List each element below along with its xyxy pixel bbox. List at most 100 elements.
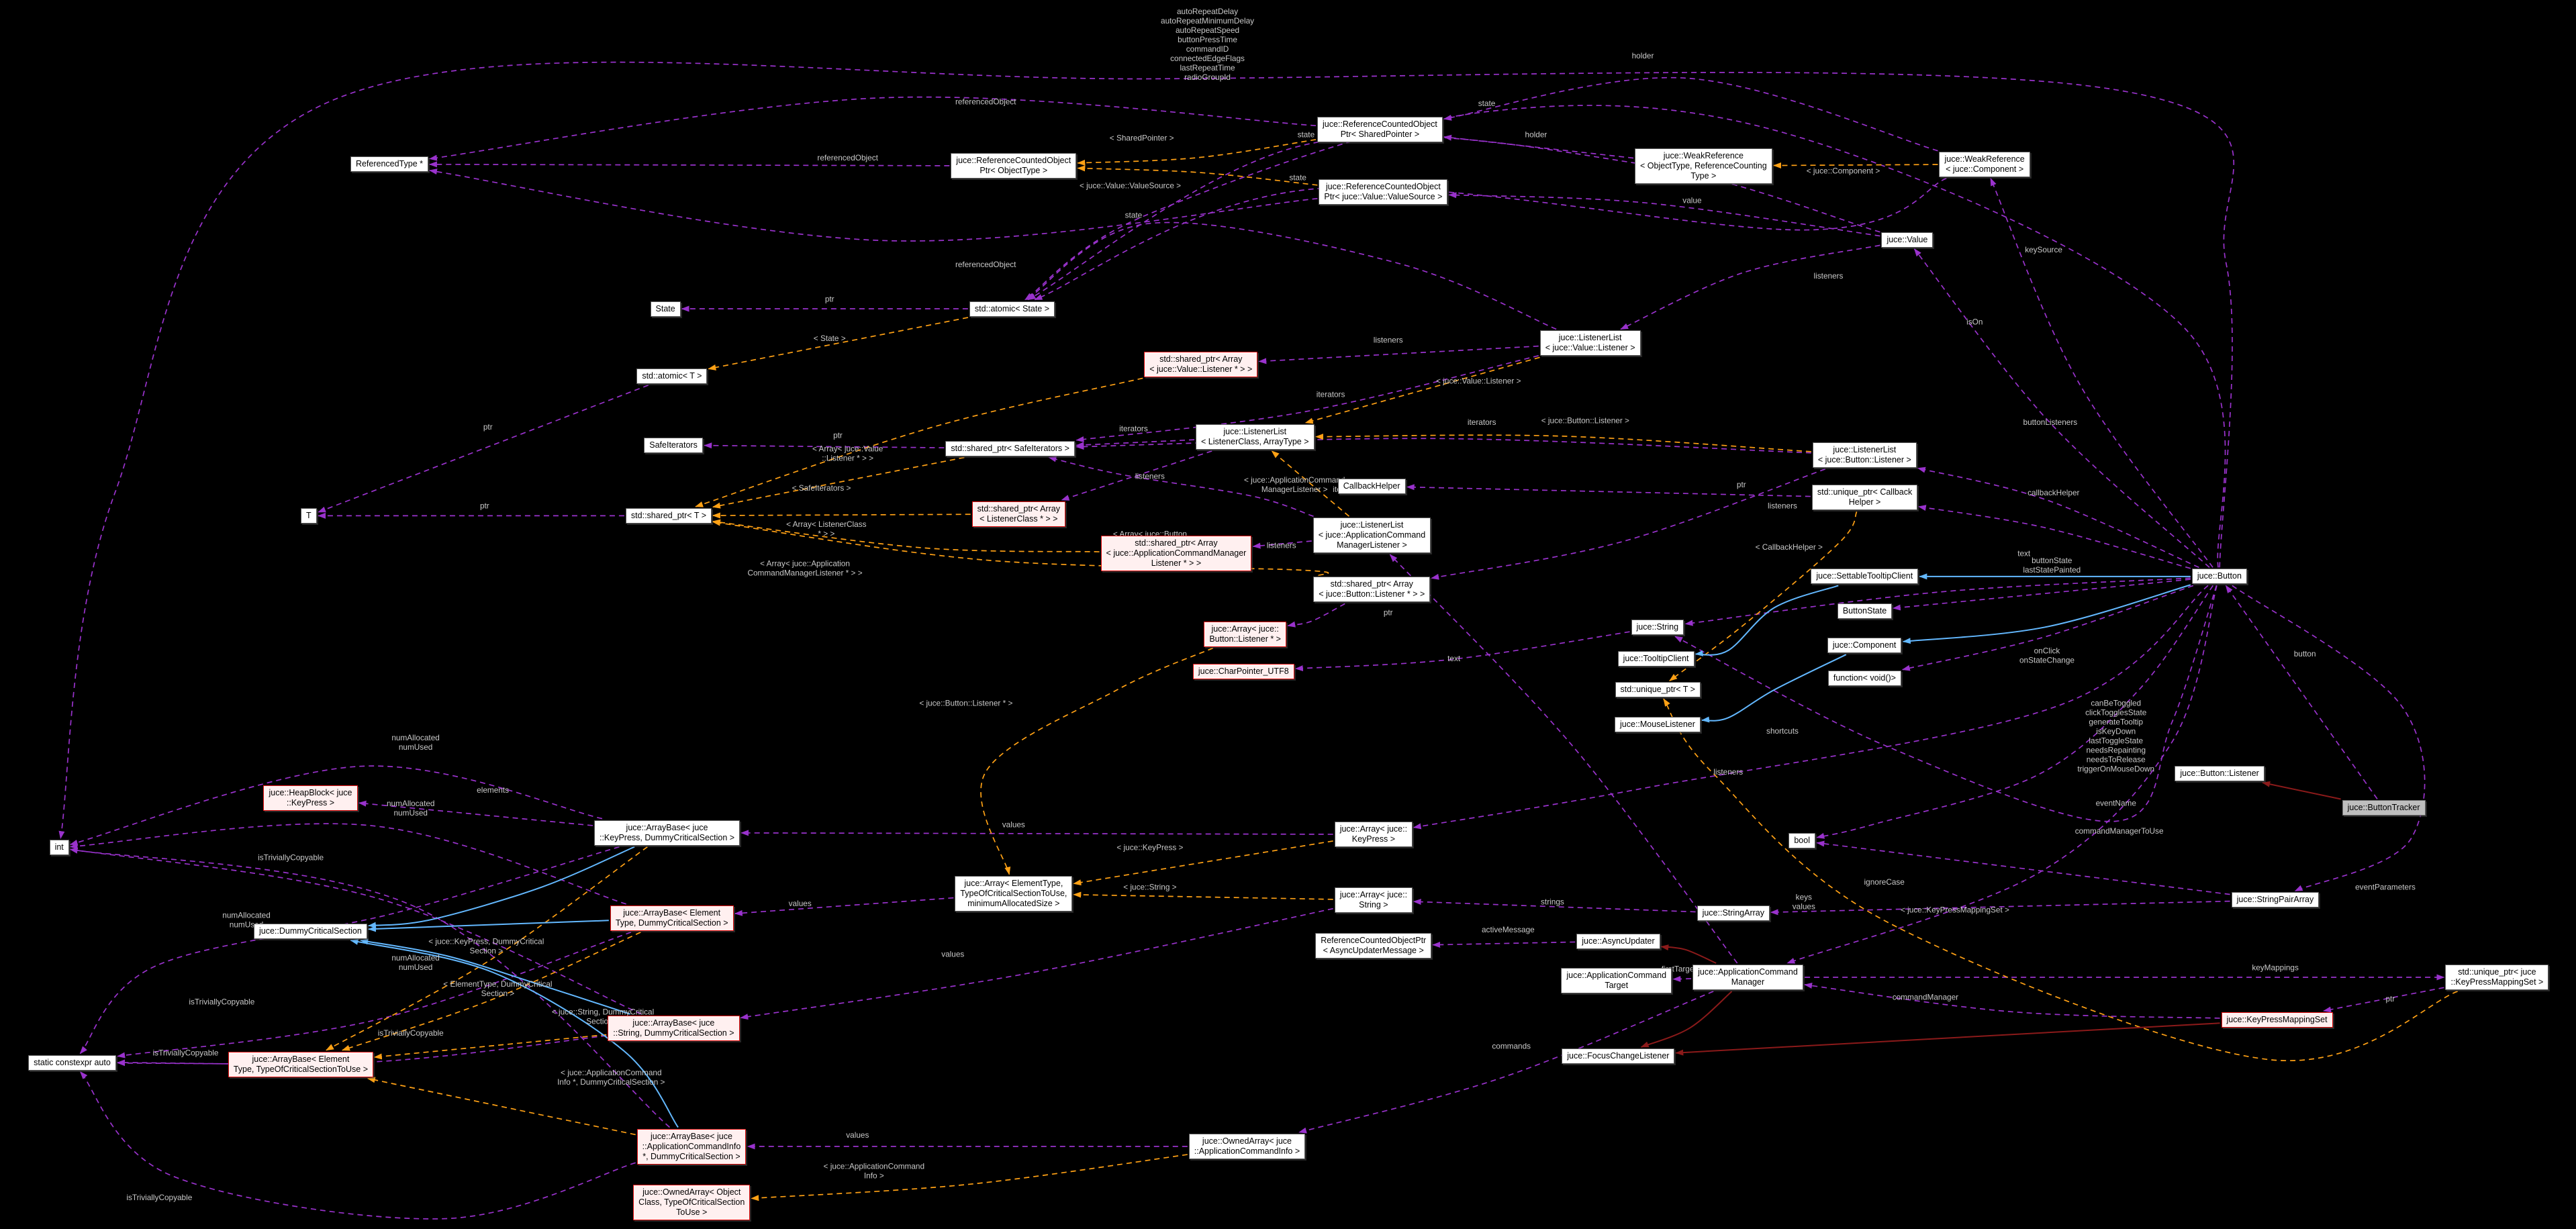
edge-label-listenerlist-value-to-listenerlist-generic: < juce::Value::Listener > bbox=[1436, 377, 1521, 386]
edge-label-rcop-valuesource-to-rcop-objecttype: < juce::Value::ValueSource > bbox=[1080, 181, 1181, 191]
edge-label-array-keypress-to-arraybase-keypress: values bbox=[1002, 820, 1025, 829]
edge-label-atomic-state-to-atomic-t: < State > bbox=[814, 334, 846, 343]
node-callback-helper[interactable]: CallbackHelper bbox=[1337, 478, 1406, 494]
edge-label-asyncupdater-to-rcop-asyncupdatermessage: activeMessage bbox=[1482, 925, 1535, 934]
edge-ownedarray-aci-to-ownedarray-objectclass bbox=[751, 1154, 1188, 1201]
node-atomic-t[interactable]: std::atomic< T > bbox=[636, 368, 708, 384]
node-listenerlist-generic[interactable]: juce::ListenerList < ListenerClass, Arra… bbox=[1196, 424, 1315, 450]
edge-string-to-charpointer-utf8 bbox=[1294, 631, 1630, 672]
node-arraybase-keypress[interactable]: juce::ArrayBase< juce ::KeyPress, DummyC… bbox=[593, 820, 741, 846]
node-arraybase-string-dummy[interactable]: juce::ArrayBase< juce ::String, DummyCri… bbox=[608, 1015, 740, 1041]
node-sp-safeiterators[interactable]: std::shared_ptr< SafeIterators > bbox=[945, 440, 1075, 456]
node-unique-ptr-kpms[interactable]: std::unique_ptr< juce ::KeyPressMappingS… bbox=[2445, 964, 2549, 990]
node-sp-array-value-listener[interactable]: std::shared_ptr< Array < juce::Value::Li… bbox=[1144, 352, 1258, 378]
node-t[interactable]: T bbox=[301, 507, 317, 524]
node-settable-tooltip-client[interactable]: juce::SettableTooltipClient bbox=[1811, 569, 1919, 585]
edge-label-sp-t-to-t: ptr bbox=[480, 501, 489, 511]
node-unique-ptr-callbackhelper[interactable]: std::unique_ptr< Callback Helper > bbox=[1811, 485, 1918, 511]
edge-label-rcop-sharedpointer-to-referenced-type: referencedObject bbox=[955, 97, 1016, 107]
node-int[interactable]: int bbox=[49, 840, 69, 856]
edge-weakref-component-to-weakref-objecttype bbox=[1773, 162, 1938, 168]
node-button-listener[interactable]: juce::Button::Listener bbox=[2175, 766, 2264, 782]
node-focus-change-listener[interactable]: juce::FocusChangeListener bbox=[1562, 1048, 1675, 1064]
node-sp-array-acml[interactable]: std::shared_ptr< Array < juce::Applicati… bbox=[1100, 536, 1252, 572]
node-sp-array-listenerclass[interactable]: std::shared_ptr< Array < ListenerClass *… bbox=[971, 501, 1065, 527]
node-component[interactable]: juce::Component bbox=[1827, 638, 1902, 654]
node-array-keypress[interactable]: juce::Array< juce:: KeyPress > bbox=[1334, 822, 1413, 848]
node-asyncupdater[interactable]: juce::AsyncUpdater bbox=[1576, 933, 1660, 949]
node-arraybase-elementtype-type[interactable]: juce::ArrayBase< Element Type, TypeOfCri… bbox=[228, 1051, 374, 1077]
node-sp-array-button-listener[interactable]: std::shared_ptr< Array < juce::Button::L… bbox=[1313, 577, 1431, 603]
node-kpms[interactable]: juce::KeyPressMappingSet bbox=[2221, 1012, 2333, 1028]
edge-button-to-app-command-manager bbox=[1786, 585, 2217, 964]
node-charpointer-utf8[interactable]: juce::CharPointer_UTF8 bbox=[1192, 664, 1294, 680]
node-rcop-sharedpointer[interactable]: juce::ReferenceCountedObject Ptr< Shared… bbox=[1317, 117, 1443, 143]
node-mouse-listener[interactable]: juce::MouseListener bbox=[1615, 716, 1701, 732]
node-arraybase-aci[interactable]: juce::ArrayBase< juce ::ApplicationComma… bbox=[636, 1128, 747, 1165]
node-static-constexpr-auto[interactable]: static constexpr auto bbox=[28, 1054, 116, 1071]
edge-listenerlist-value-to-listenerlist-generic bbox=[1304, 356, 1540, 424]
node-tooltip-client[interactable]: juce::TooltipClient bbox=[1617, 650, 1695, 667]
node-arraybase-elementtype-dummy[interactable]: juce::ArrayBase< Element Type, DummyCrit… bbox=[610, 905, 734, 931]
node-heapblock-keypress[interactable]: juce::HeapBlock< juce ::KeyPress > bbox=[263, 785, 358, 812]
node-rcop-valuesource[interactable]: juce::ReferenceCountedObject Ptr< juce::… bbox=[1319, 179, 1448, 205]
node-function-void[interactable]: function< void()> bbox=[1827, 671, 1901, 687]
node-ownedarray-objectclass[interactable]: juce::OwnedArray< Object Class, TypeOfCr… bbox=[633, 1184, 751, 1220]
node-sp-t[interactable]: std::shared_ptr< T > bbox=[625, 507, 712, 524]
edge-array-string-to-array-elementtype bbox=[1073, 891, 1333, 900]
edge-unique-ptr-callbackhelper-to-unique-ptr-t bbox=[1669, 511, 1858, 681]
edge-button-to-value bbox=[1913, 248, 2210, 569]
node-state[interactable]: State bbox=[650, 301, 681, 317]
node-stringpairarray[interactable]: juce::StringPairArray bbox=[2231, 892, 2320, 908]
edge-label-string-to-charpointer-utf8: text bbox=[1447, 654, 1461, 663]
node-listenerlist-acml[interactable]: juce::ListenerList < juce::ApplicationCo… bbox=[1313, 518, 1431, 554]
edge-sp-array-button-listener-to-array-button-listener bbox=[1287, 603, 1345, 628]
node-weakref-component[interactable]: juce::WeakReference < juce::Component > bbox=[1939, 151, 2030, 177]
node-array-button-listener[interactable]: juce::Array< juce:: Button::Listener * > bbox=[1204, 621, 1286, 647]
edge-label-button-to-string: eventName bbox=[2096, 799, 2137, 808]
edge-unique-ptr-kpms-to-unique-ptr-t bbox=[1663, 698, 2458, 1061]
edge-sp-array-value-listener-to-sp-t bbox=[695, 377, 1143, 507]
node-weakref-objecttype[interactable]: juce::WeakReference < ObjectType, Refere… bbox=[1635, 148, 1772, 184]
node-listenerlist-value[interactable]: juce::ListenerList < juce::Value::Listen… bbox=[1539, 330, 1641, 356]
node-buttonstate[interactable]: ButtonState bbox=[1837, 603, 1893, 619]
node-app-command-manager[interactable]: juce::ApplicationCommand Manager bbox=[1692, 964, 1803, 990]
edge-arraybase-elementtype-dummy-to-int bbox=[69, 823, 626, 905]
edge-label-button-to-array-keypress: shortcuts bbox=[1766, 726, 1799, 736]
edge-listenerlist-acml-to-listenerlist-generic bbox=[1271, 450, 1350, 517]
node-array-string[interactable]: juce::Array< juce:: String > bbox=[1334, 887, 1413, 913]
edge-label-listenerlist-value-to-sp-array-value-listener: listeners bbox=[1374, 336, 1403, 345]
node-bool[interactable]: bool bbox=[1788, 833, 1815, 849]
node-buttontracker[interactable]: juce::ButtonTracker bbox=[2342, 800, 2426, 816]
node-safeiterators[interactable]: SafeIterators bbox=[644, 437, 703, 453]
edge-label-atomic-t-to-t: ptr bbox=[483, 422, 493, 432]
node-atomic-state[interactable]: std::atomic< State > bbox=[969, 301, 1055, 317]
node-listenerlist-button[interactable]: juce::ListenerList < juce::Button::Liste… bbox=[1812, 442, 1917, 468]
node-stringarray[interactable]: juce::StringArray bbox=[1697, 905, 1770, 922]
node-dummy-critical-section[interactable]: juce::DummyCriticalSection bbox=[253, 923, 367, 939]
edge-button-to-bool bbox=[1816, 585, 2214, 839]
node-value[interactable]: juce::Value bbox=[1881, 232, 1934, 248]
node-ownedarray-aci[interactable]: juce::OwnedArray< juce ::ApplicationComm… bbox=[1188, 1134, 1306, 1159]
node-app-command-target[interactable]: juce::ApplicationCommand Target bbox=[1561, 967, 1672, 993]
edge-app-command-manager-to-ownedarray-aci bbox=[1298, 991, 1714, 1134]
node-array-elementtype[interactable]: juce::Array< ElementType, TypeOfCritical… bbox=[955, 875, 1073, 912]
node-string[interactable]: juce::String bbox=[1631, 620, 1684, 636]
edge-button-to-buttonstate bbox=[1892, 579, 2191, 611]
node-rcop-objecttype[interactable]: juce::ReferenceCountedObject Ptr< Object… bbox=[951, 153, 1077, 179]
node-unique-ptr-t[interactable]: std::unique_ptr< T > bbox=[1615, 682, 1701, 698]
edge-label-app-command-manager-to-unique-ptr-kpms: keyMappings bbox=[2252, 963, 2299, 972]
node-referenced-type[interactable]: ReferencedType * bbox=[350, 156, 428, 173]
edge-arraybase-elementtype-dummy-to-static-constexpr-auto bbox=[117, 932, 632, 1059]
node-button[interactable]: juce::Button bbox=[2191, 569, 2247, 585]
edge-sp-array-button-listener-to-sp-t bbox=[712, 520, 1329, 577]
edge-label-sp-array-button-listener-to-array-button-listener: ptr bbox=[1384, 608, 1393, 618]
edge-app-command-manager-to-asyncupdater bbox=[1660, 944, 1717, 964]
node-rcop-asyncupdatermessage[interactable]: ReferenceCountedObjectPtr < AsyncUpdater… bbox=[1315, 933, 1432, 959]
